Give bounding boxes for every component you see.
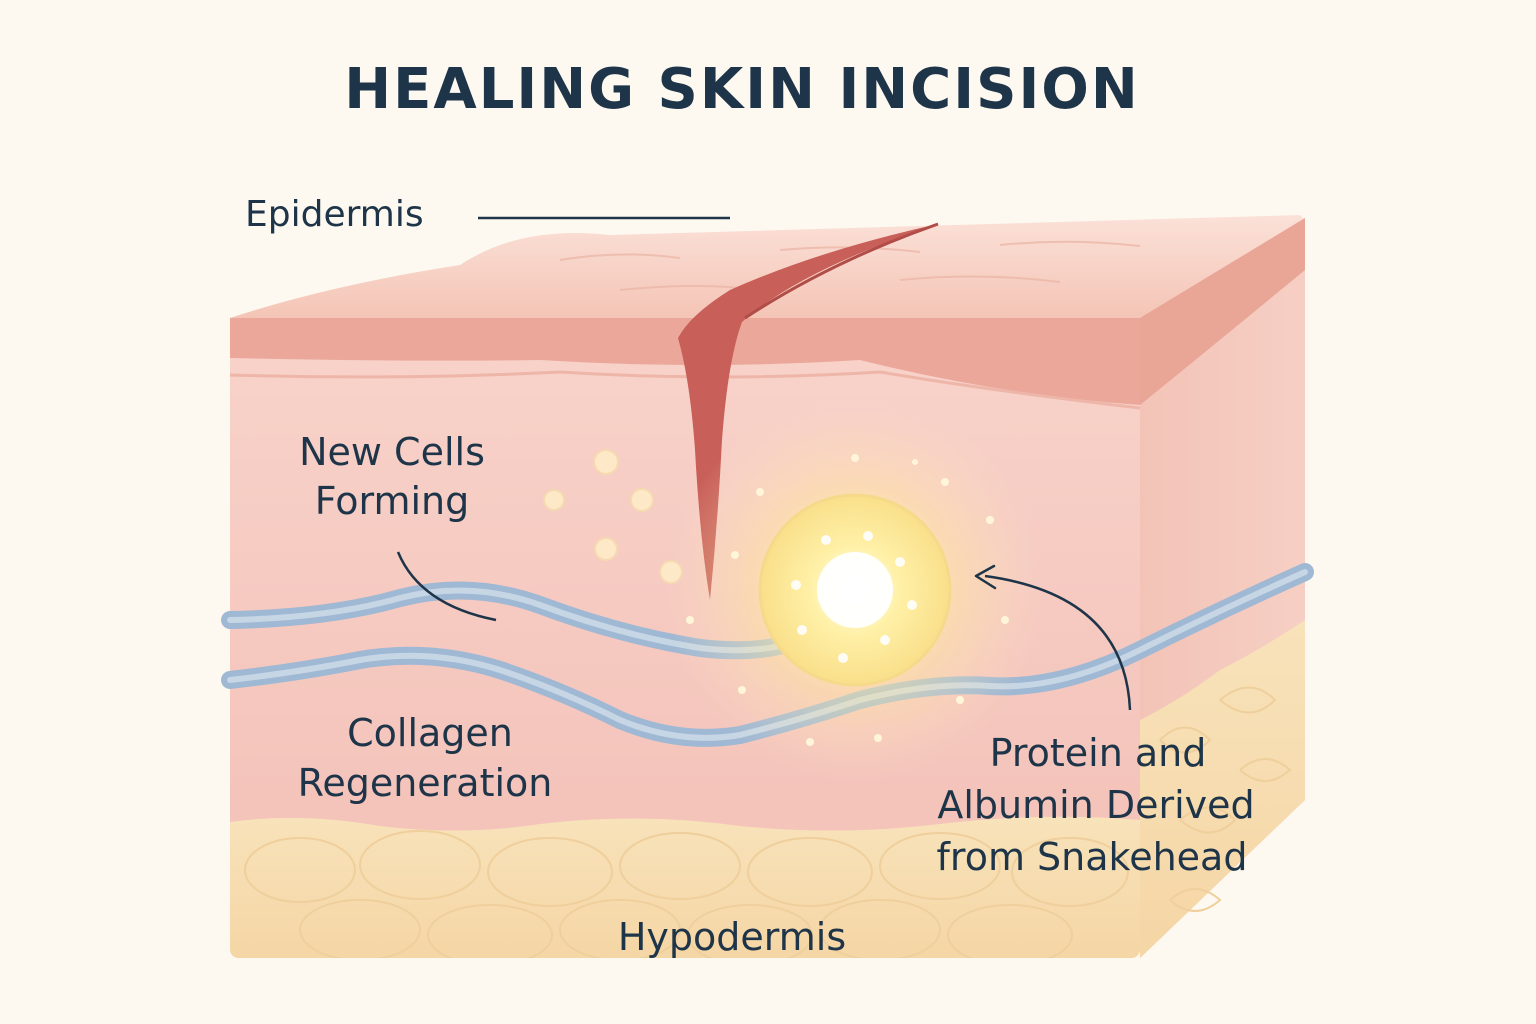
side-fat-cells [1159,686,1292,912]
label-collagen-line2: Regeneration [298,761,553,805]
label-new-cells-line1: New Cells [299,430,485,474]
label-protein-line3: from Snakehead [937,835,1248,879]
disk-dots [791,531,917,663]
fat-cells [244,830,1129,958]
cell [594,537,618,561]
protein-disk-core [817,552,893,628]
label-hypodermis: Hypodermis [618,915,846,959]
cell [543,489,565,511]
sparkle-dots [686,454,1009,746]
incision [678,224,938,600]
protein-arrow [984,574,1132,711]
label-protein-line2: Albumin Derived [937,783,1254,827]
new-cells-leader-line [396,551,497,622]
label-epidermis: Epidermis [245,194,424,235]
label-new-cells-line2: Forming [315,479,470,523]
cell [659,560,683,584]
hypodermis-layer [230,816,1140,958]
page-title: HEALING SKIN INCISION [344,57,1140,122]
side-epidermis-band [1140,218,1305,405]
cell [593,449,619,475]
label-protein-line1: Protein and [990,731,1207,775]
incision-highlight [744,222,939,320]
new-cells [543,449,683,584]
label-collagen-line1: Collagen [347,711,513,755]
side-hypodermis [1140,620,1305,958]
cell [630,488,654,512]
skin-top-surface [230,215,1305,318]
arrowhead-icon [974,564,997,590]
